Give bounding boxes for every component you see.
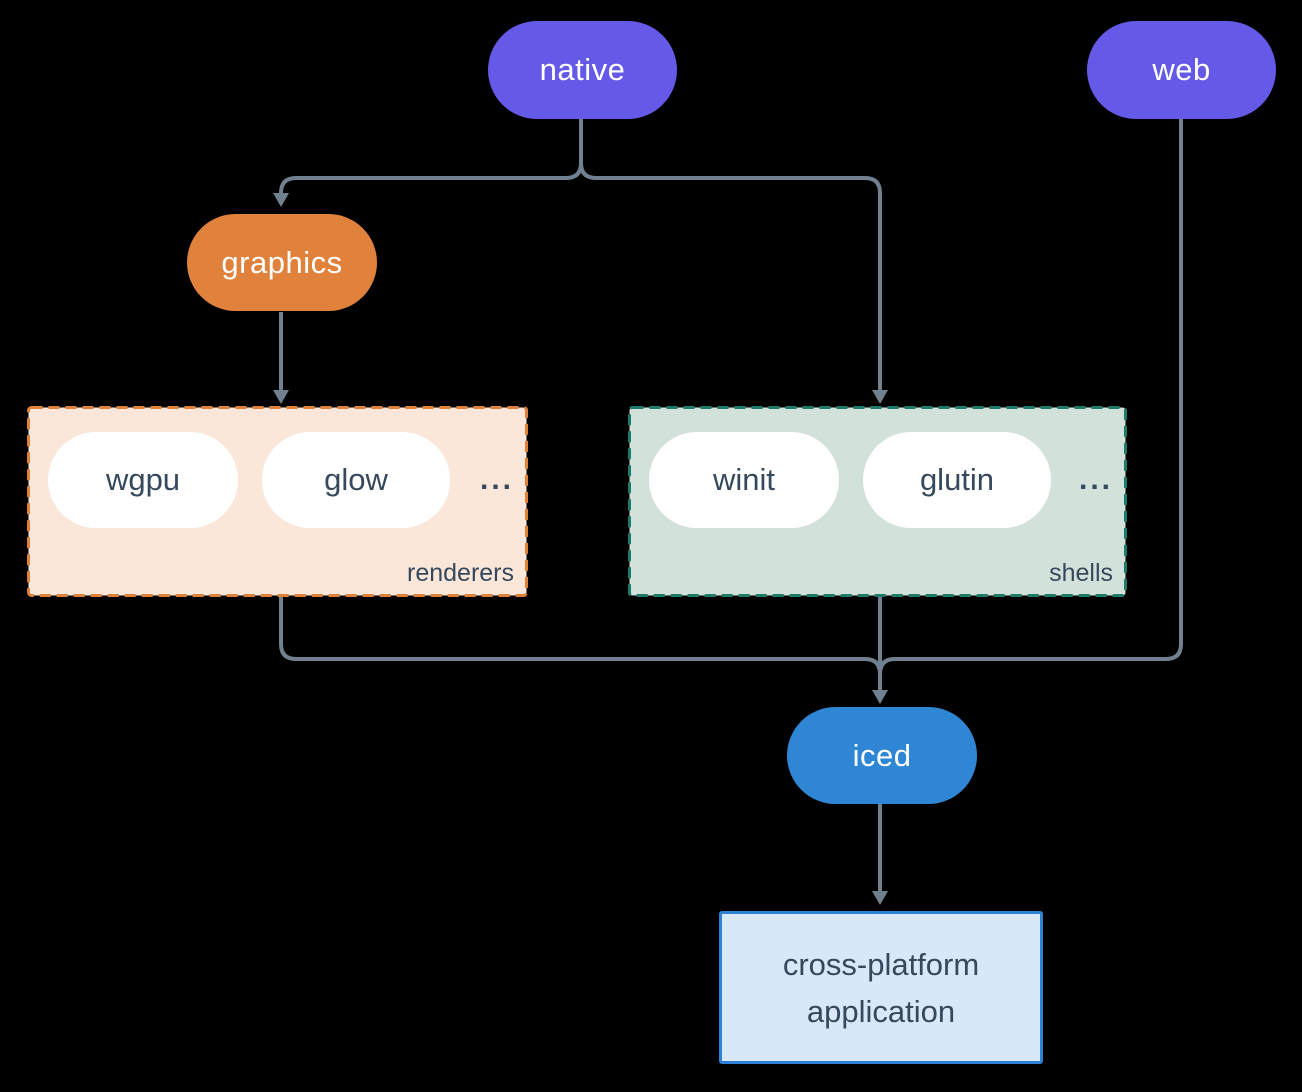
edge-native-graphics bbox=[279, 118, 583, 194]
application-label-line2: application bbox=[806, 993, 956, 1029]
arrowhead-iced bbox=[872, 690, 888, 704]
node-winit-label: winit bbox=[712, 462, 775, 497]
group-renderers-label: renderers bbox=[407, 559, 514, 587]
shells-ellipsis: ... bbox=[1078, 463, 1113, 496]
node-web: web bbox=[1087, 21, 1276, 119]
node-wgpu-label: wgpu bbox=[105, 462, 181, 497]
application-label-line1: cross-platform bbox=[782, 946, 980, 982]
edge-renderers-merge bbox=[279, 597, 882, 675]
group-shells: winit glutin ... shells bbox=[628, 406, 1127, 597]
node-glutin: glutin bbox=[863, 432, 1051, 528]
node-graphics: graphics bbox=[187, 214, 377, 311]
group-shells-label: shells bbox=[1049, 559, 1113, 587]
renderers-ellipsis: ... bbox=[479, 463, 514, 496]
group-renderers: wgpu glow ... renderers bbox=[27, 406, 528, 597]
node-glutin-label: glutin bbox=[919, 462, 995, 497]
arrowhead-graphics bbox=[273, 193, 289, 207]
node-graphics-label: graphics bbox=[221, 244, 343, 280]
node-iced-label: iced bbox=[852, 737, 912, 773]
node-web-label: web bbox=[1152, 52, 1211, 87]
node-native: native bbox=[488, 21, 677, 119]
arrowhead-shells bbox=[872, 390, 888, 404]
node-winit: winit bbox=[649, 432, 839, 528]
arrowhead-application bbox=[872, 891, 888, 905]
node-cross-platform-application: cross-platform application bbox=[719, 911, 1043, 1064]
node-iced: iced bbox=[787, 707, 977, 804]
node-glow: glow bbox=[262, 432, 450, 528]
node-wgpu: wgpu bbox=[48, 432, 238, 528]
node-glow-label: glow bbox=[324, 462, 388, 497]
node-native-label: native bbox=[539, 52, 626, 87]
edge-native-shells bbox=[579, 118, 882, 390]
arrowhead-renderers bbox=[273, 390, 289, 404]
